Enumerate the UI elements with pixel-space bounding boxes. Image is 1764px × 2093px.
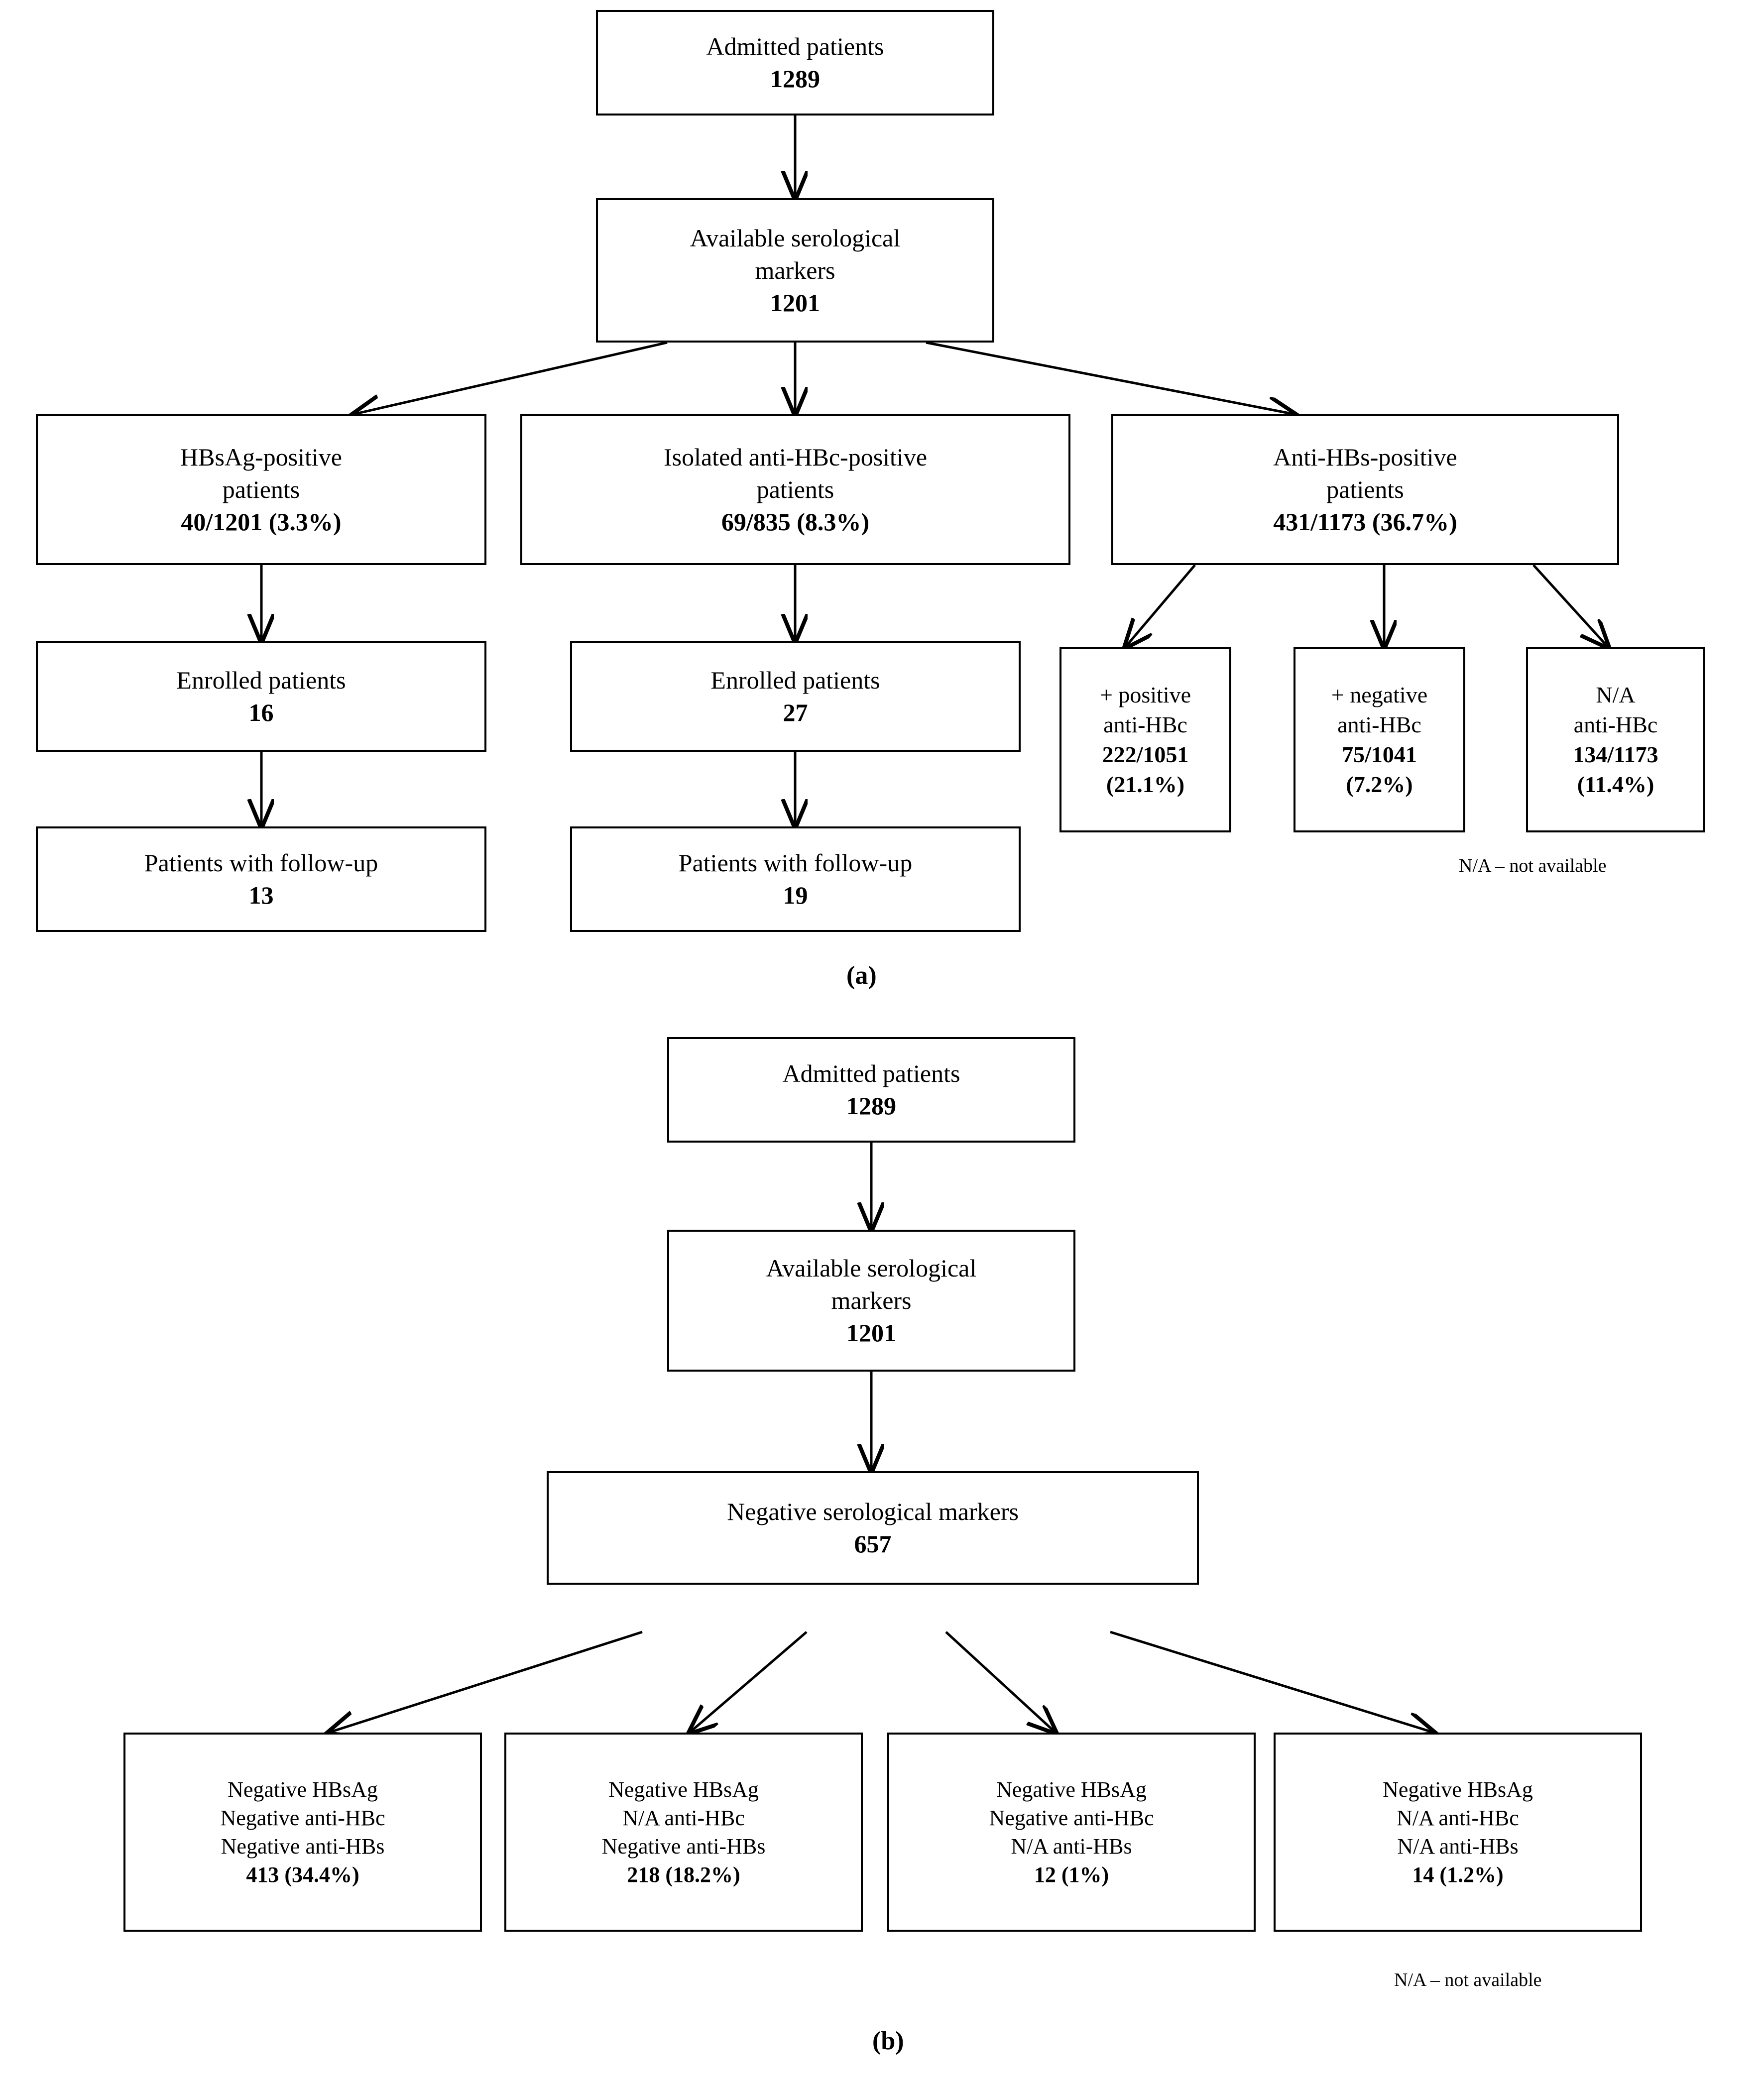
node-a-followup-hbsag: Patients with follow-up 13 <box>36 826 486 932</box>
node-line: Negative HBsAg <box>1383 1777 1533 1802</box>
node-line: patients <box>1326 475 1404 503</box>
node-line: + negative <box>1331 682 1428 708</box>
node-line: (21.1%) <box>1106 771 1185 797</box>
node-line: N/A anti-HBs <box>1011 1834 1132 1859</box>
node-line: 413 (34.4%) <box>246 1862 359 1887</box>
node-line: anti-HBc <box>1573 712 1658 738</box>
node-line: 1201 <box>846 1319 896 1347</box>
panel-b-label-text: (b) <box>872 2027 904 2055</box>
panel-a-label: (a) <box>846 961 877 990</box>
node-line: N/A anti-HBc <box>1397 1805 1519 1830</box>
node-line: 222/1051 <box>1102 742 1189 767</box>
link-a-antihbs-nahbc <box>1532 564 1608 647</box>
node-line: 27 <box>783 698 808 726</box>
node-b-admitted: Admitted patients 1289 <box>667 1037 1075 1143</box>
node-line: Isolated anti-HBc-positive <box>663 443 928 471</box>
node-line: Available serological <box>766 1254 977 1282</box>
panel-b-footnote: N/A – not available <box>1394 1970 1542 1990</box>
node-line: Anti-HBs-positive <box>1273 443 1457 471</box>
node-line: patients <box>756 475 834 503</box>
node-line: Patients with follow-up <box>678 849 913 877</box>
node-line: Negative anti-HBc <box>220 1805 385 1830</box>
node-line: Available serological <box>690 224 901 252</box>
panel-a-label-text: (a) <box>846 961 877 990</box>
node-line: Negative serological markers <box>727 1498 1019 1525</box>
node-line: 218 (18.2%) <box>627 1862 740 1887</box>
node-line: (11.4%) <box>1577 771 1654 797</box>
panel-b-label: (b) <box>872 2026 904 2056</box>
node-line: patients <box>222 475 300 503</box>
node-line: 1289 <box>770 65 820 93</box>
node-line: Enrolled patients <box>710 666 880 694</box>
node-line: Enrolled patients <box>176 666 346 694</box>
node-line: Negative anti-HBs <box>601 1834 766 1859</box>
node-line: Negative HBsAg <box>996 1777 1147 1802</box>
link-b-negative-g2 <box>690 1631 808 1733</box>
node-line: Admitted patients <box>706 32 884 60</box>
node-line: 69/835 (8.3%) <box>721 508 870 536</box>
node-line: Admitted patients <box>782 1059 960 1087</box>
node-line: Negative HBsAg <box>228 1777 378 1802</box>
node-a-available: Available serological markers 1201 <box>596 198 994 343</box>
node-line: 13 <box>248 881 274 909</box>
node-line: + positive <box>1099 682 1191 708</box>
link-a-antihbs-poshbc <box>1125 564 1196 647</box>
node-line: 12 (1%) <box>1034 1862 1109 1887</box>
link-b-negative-g1 <box>329 1630 643 1733</box>
node-line: markers <box>831 1286 912 1314</box>
node-line: 75/1041 <box>1342 742 1417 767</box>
node-a-enrolled-isolated: Enrolled patients 27 <box>570 641 1021 752</box>
node-line: 134/1173 <box>1573 742 1658 767</box>
node-line: 14 (1.2%) <box>1412 1862 1504 1887</box>
node-a-admitted: Admitted patients 1289 <box>596 10 994 116</box>
node-b-negative-markers: Negative serological markers 657 <box>547 1471 1199 1585</box>
node-line: 431/1173 (36.7%) <box>1273 508 1457 536</box>
link-a-available-antihbs <box>926 341 1294 414</box>
node-line: N/A anti-HBs <box>1397 1834 1519 1859</box>
node-line: anti-HBc <box>1103 712 1187 738</box>
node-line: 40/1201 (3.3%) <box>181 508 342 536</box>
node-line: 16 <box>248 698 274 726</box>
node-line: 19 <box>783 881 808 909</box>
node-line: HBsAg-positive <box>180 443 342 471</box>
node-b-group-1: Negative HBsAg Negative anti-HBc Negativ… <box>123 1733 482 1932</box>
node-line: anti-HBc <box>1337 712 1421 738</box>
node-line: 1201 <box>770 288 820 317</box>
node-a-positive-antihbc: + positive anti-HBc 222/1051 (21.1%) <box>1059 647 1231 832</box>
node-a-antihbs-positive: Anti-HBs-positive patients 431/1173 (36.… <box>1111 414 1619 565</box>
node-b-group-2: Negative HBsAg N/A anti-HBc Negative ant… <box>504 1733 863 1932</box>
node-line: (7.2%) <box>1346 771 1413 797</box>
node-line: Negative anti-HBc <box>989 1805 1154 1830</box>
node-a-na-antihbc: N/A anti-HBc 134/1173 (11.4%) <box>1526 647 1705 832</box>
link-b-negative-g4 <box>1110 1630 1434 1733</box>
node-a-followup-isolated: Patients with follow-up 19 <box>570 826 1021 932</box>
node-line: Negative HBsAg <box>608 1777 759 1802</box>
node-a-hbsag-positive: HBsAg-positive patients 40/1201 (3.3%) <box>36 414 486 565</box>
node-line: 657 <box>854 1530 892 1558</box>
node-line: Negative anti-HBs <box>221 1834 385 1859</box>
node-a-negative-antihbc: + negative anti-HBc 75/1041 (7.2%) <box>1294 647 1465 832</box>
node-line: Patients with follow-up <box>144 849 378 877</box>
node-line: markers <box>755 256 835 284</box>
node-b-group-4: Negative HBsAg N/A anti-HBc N/A anti-HBs… <box>1274 1733 1642 1932</box>
node-a-enrolled-hbsag: Enrolled patients 16 <box>36 641 486 752</box>
node-a-isolated-antihbc-positive: Isolated anti-HBc-positive patients 69/8… <box>520 414 1070 565</box>
node-line: N/A anti-HBc <box>622 1805 745 1830</box>
link-a-available-hbsag <box>353 341 668 414</box>
node-b-group-3: Negative HBsAg Negative anti-HBc N/A ant… <box>887 1733 1256 1932</box>
panel-a-footnote: N/A – not available <box>1459 855 1607 876</box>
node-line: 1289 <box>846 1092 896 1120</box>
node-b-available: Available serological markers 1201 <box>667 1230 1075 1372</box>
link-b-negative-g3 <box>945 1631 1056 1733</box>
node-line: N/A <box>1596 682 1636 708</box>
